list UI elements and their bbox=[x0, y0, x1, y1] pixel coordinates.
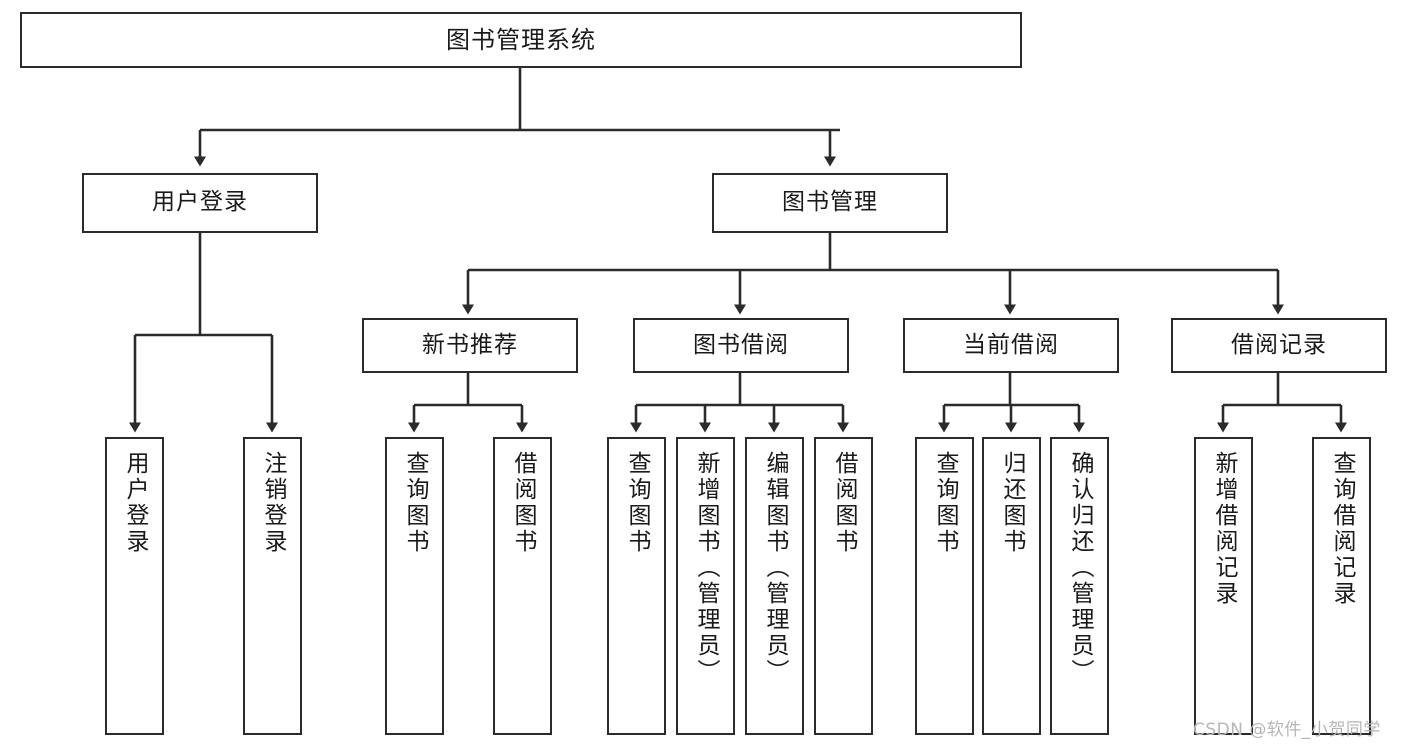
node-current-borrow-label: 当前借阅 bbox=[963, 331, 1059, 358]
node-leaf-return-book[interactable]: 归还图书 bbox=[982, 437, 1041, 735]
node-leaf-query-book-2[interactable]: 查询图书 bbox=[607, 437, 666, 735]
node-leaf-confirm-return-label: 确认归还（管理员） bbox=[1067, 451, 1093, 685]
node-leaf-add-record[interactable]: 新增借阅记录 bbox=[1194, 437, 1253, 735]
node-leaf-borrow-book-1-label: 借阅图书 bbox=[510, 451, 536, 555]
node-leaf-edit-book-label: 编辑图书（管理员） bbox=[762, 451, 788, 685]
node-current-borrow[interactable]: 当前借阅 bbox=[903, 318, 1119, 373]
node-leaf-query-book-2-label: 查询图书 bbox=[624, 451, 650, 555]
node-root[interactable]: 图书管理系统 bbox=[20, 12, 1022, 68]
node-leaf-query-record-label: 查询借阅记录 bbox=[1329, 451, 1355, 607]
node-leaf-query-book-1[interactable]: 查询图书 bbox=[385, 437, 444, 735]
node-book-borrow-label: 图书借阅 bbox=[693, 331, 789, 358]
node-borrow-record-label: 借阅记录 bbox=[1231, 331, 1327, 358]
node-borrow-record[interactable]: 借阅记录 bbox=[1171, 318, 1387, 373]
node-user-login-label: 用户登录 bbox=[152, 189, 248, 216]
node-root-label: 图书管理系统 bbox=[446, 25, 596, 54]
node-leaf-query-record[interactable]: 查询借阅记录 bbox=[1312, 437, 1371, 735]
node-leaf-user-login-label: 用户登录 bbox=[122, 451, 148, 555]
node-book-borrow[interactable]: 图书借阅 bbox=[633, 318, 849, 373]
node-new-book-recommend[interactable]: 新书推荐 bbox=[362, 318, 578, 373]
node-leaf-borrow-book-1[interactable]: 借阅图书 bbox=[493, 437, 552, 735]
node-book-manage-label: 图书管理 bbox=[782, 189, 878, 216]
node-leaf-add-book[interactable]: 新增图书（管理员） bbox=[676, 437, 735, 735]
node-leaf-edit-book[interactable]: 编辑图书（管理员） bbox=[745, 437, 804, 735]
node-leaf-query-book-1-label: 查询图书 bbox=[402, 451, 428, 555]
node-leaf-borrow-book-2[interactable]: 借阅图书 bbox=[814, 437, 873, 735]
node-user-login[interactable]: 用户登录 bbox=[82, 173, 318, 233]
node-leaf-confirm-return[interactable]: 确认归还（管理员） bbox=[1050, 437, 1109, 735]
node-leaf-user-login[interactable]: 用户登录 bbox=[105, 437, 164, 735]
csdn-watermark: CSDN @软件_小贺同学 bbox=[1193, 720, 1381, 740]
node-new-book-recommend-label: 新书推荐 bbox=[422, 331, 518, 358]
node-leaf-return-book-label: 归还图书 bbox=[999, 451, 1025, 555]
node-leaf-logout-login[interactable]: 注销登录 bbox=[243, 437, 302, 735]
node-leaf-add-book-label: 新增图书（管理员） bbox=[693, 451, 719, 685]
node-leaf-borrow-book-2-label: 借阅图书 bbox=[831, 451, 857, 555]
node-leaf-query-book-3-label: 查询图书 bbox=[932, 451, 958, 555]
node-leaf-logout-login-label: 注销登录 bbox=[260, 451, 286, 555]
node-leaf-query-book-3[interactable]: 查询图书 bbox=[915, 437, 974, 735]
node-leaf-add-record-label: 新增借阅记录 bbox=[1211, 451, 1237, 607]
node-book-manage[interactable]: 图书管理 bbox=[712, 173, 948, 233]
